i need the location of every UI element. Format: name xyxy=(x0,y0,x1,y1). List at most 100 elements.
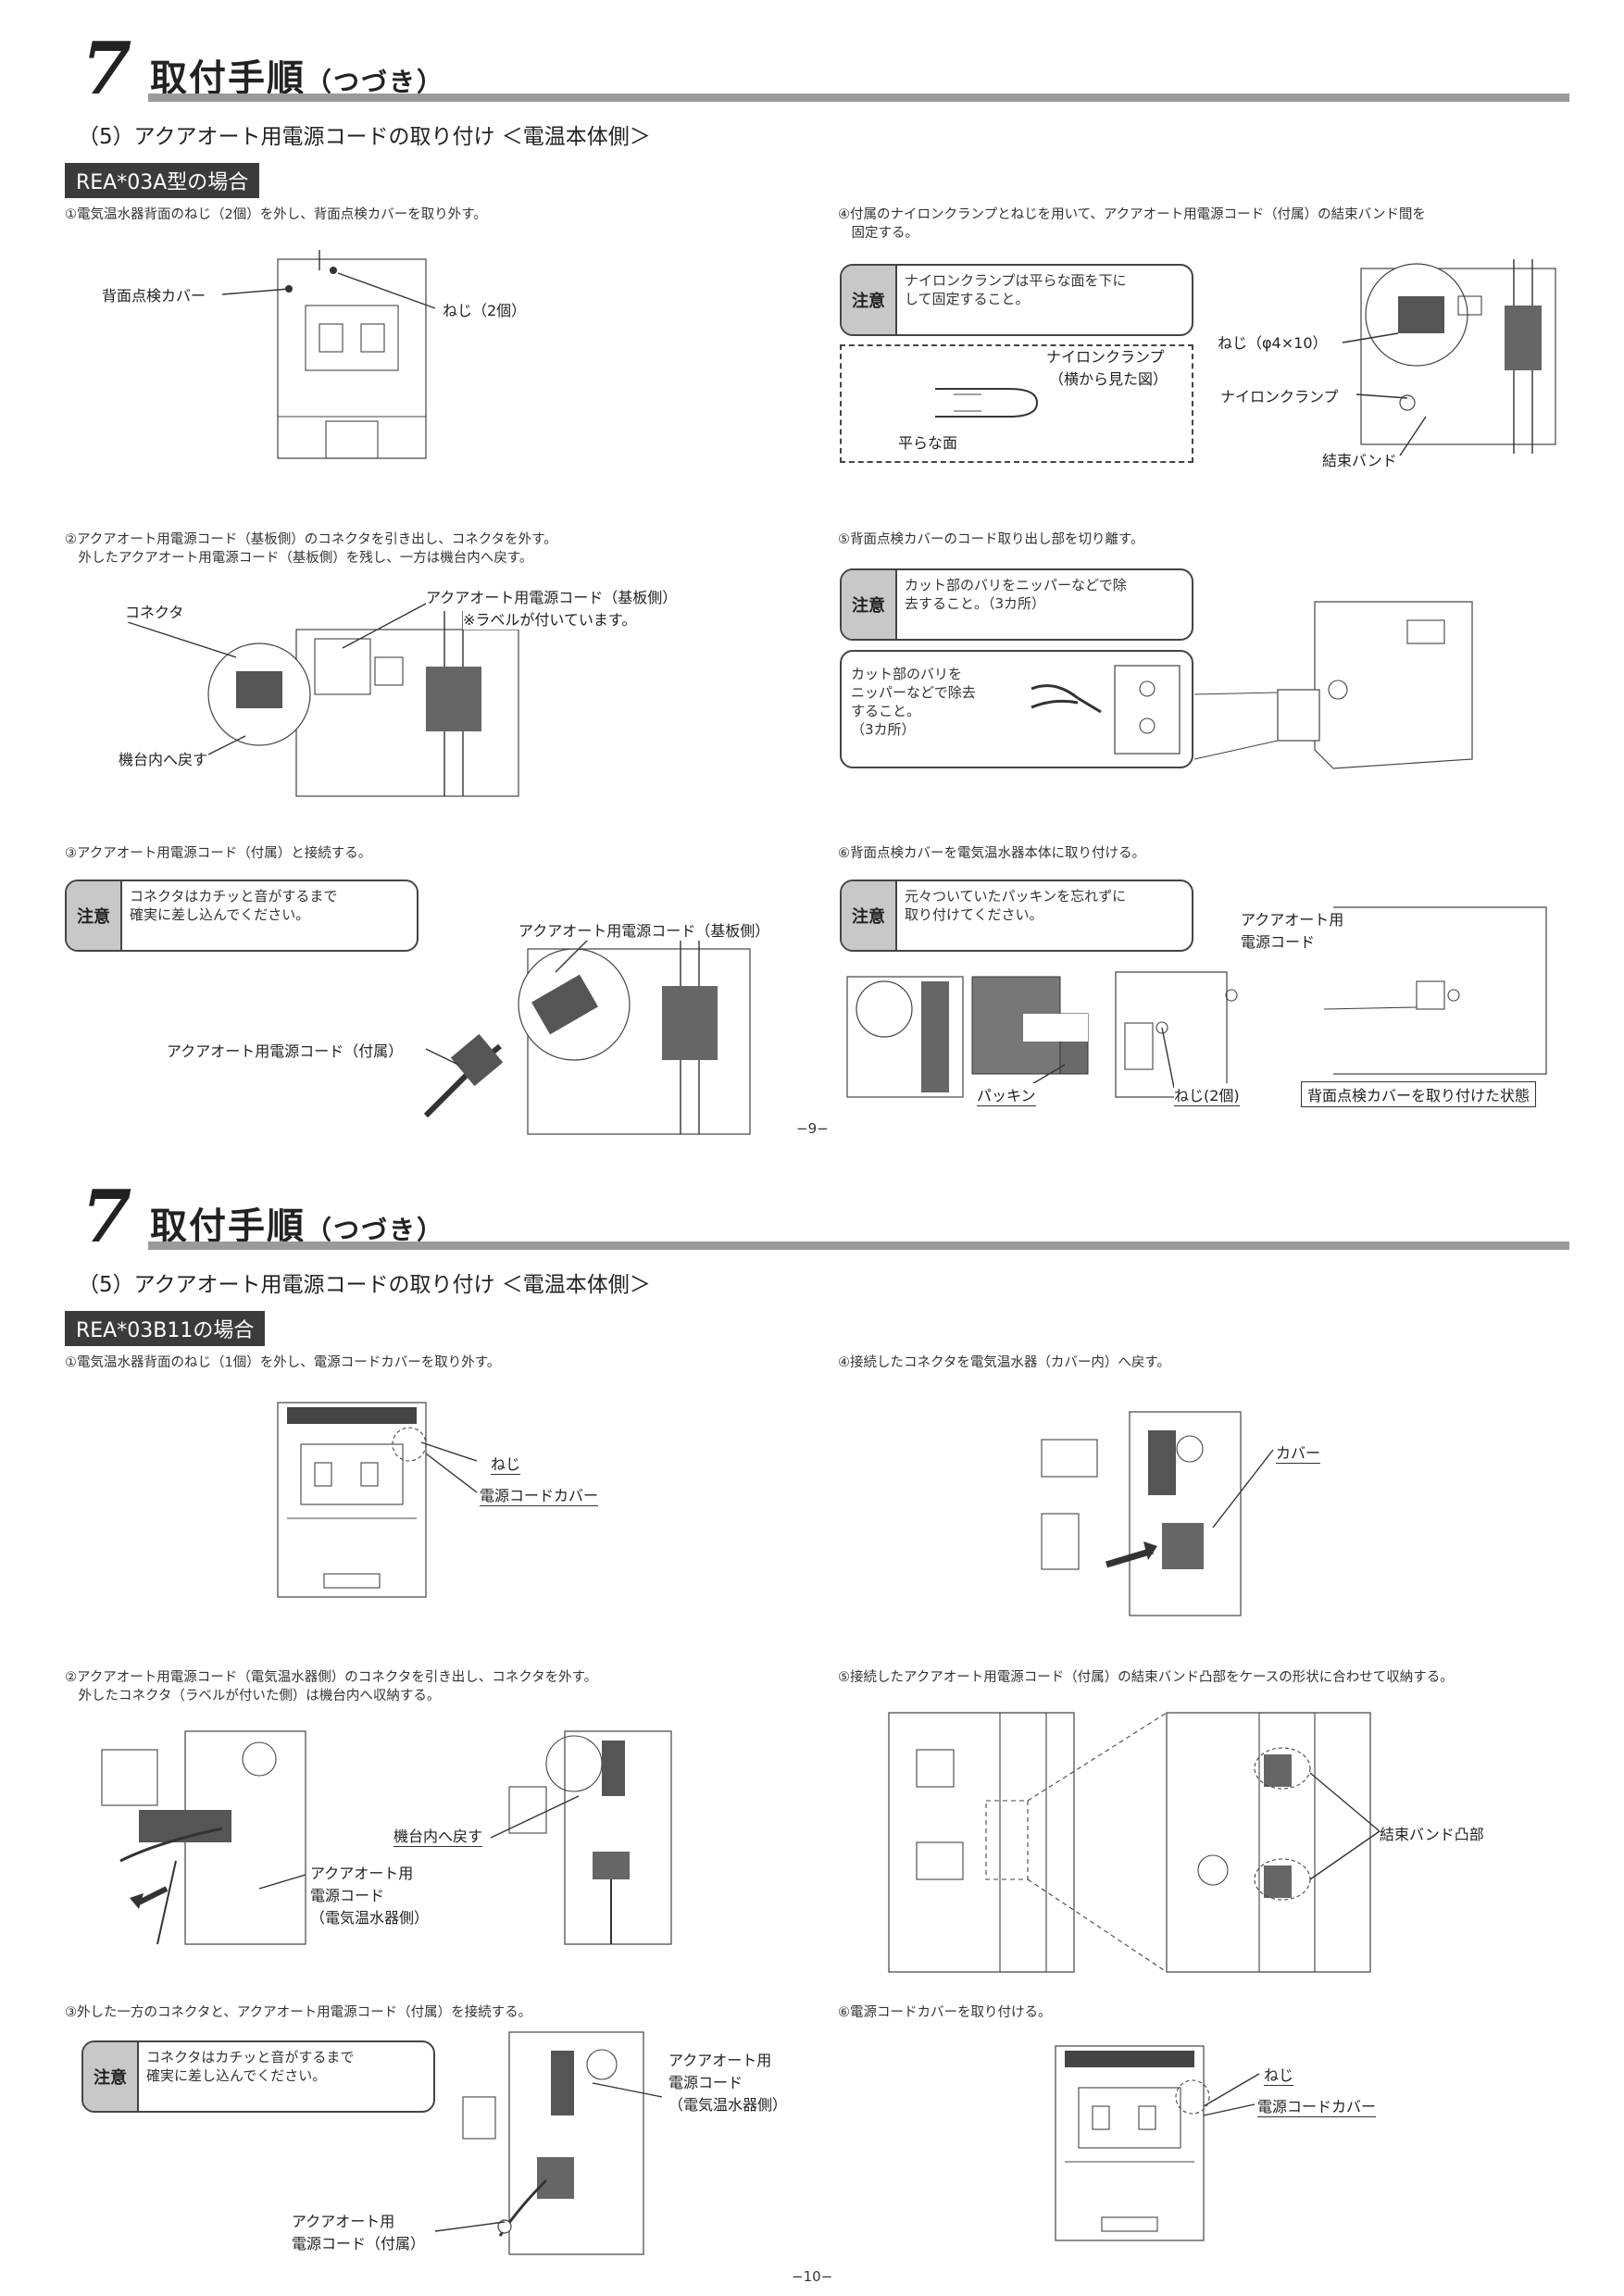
connect-figure xyxy=(462,2031,644,2255)
screw-label: ねじ xyxy=(491,1452,521,1475)
caution-tag: 注意 xyxy=(842,266,897,334)
flat-face-label: 平らな面 xyxy=(898,434,958,452)
step-5: ⑤接続したアクアオート用電源コード（付属）の結束バンド凸部をケースの形状に合わせ… xyxy=(838,1670,1454,1685)
packing-figure xyxy=(971,976,1089,1075)
caution-tag: 注意 xyxy=(67,881,122,950)
screw-2b-label: ねじ(2個) xyxy=(1174,1083,1240,1106)
cord-connect-figure xyxy=(423,930,751,1135)
caution-note-3: 注意 コネクタはカチッと音がするまで 確実に差し込んでください。 xyxy=(81,2040,435,2113)
caution-tag: 注意 xyxy=(842,570,897,639)
step-2: ②アクアオート用電源コード（基板側）のコネクタを引き出し、コネクタを外す。 外し… xyxy=(65,532,557,566)
caution-note-3: 注意 コネクタはカチッと音がするまで 確実に差し込んでください。 xyxy=(65,880,418,952)
cut-detail-text: カット部のバリを ニッパーなどで除去 すること。 （3カ所） xyxy=(851,666,976,738)
chapter-title-main: 取付手順 xyxy=(150,1205,306,1248)
clamp-side-view xyxy=(935,388,1039,418)
model-badge: REA*03B11の場合 xyxy=(65,1311,266,1346)
header-rule xyxy=(148,94,1569,102)
connector-figure xyxy=(207,611,519,797)
caution-tag: 注意 xyxy=(83,2042,139,2111)
leader-lines-p2-5 xyxy=(1309,1772,1380,1880)
cord-accessory-label: アクアオート用 電源コード（付属） xyxy=(292,2213,426,2252)
step-1: ①電気温水器背面のねじ（2個）を外し、背面点検カバーを取り外す。 xyxy=(65,207,487,222)
page-9: 7 取付手順（つづき） （5）アクアオート用電源コードの取り付け ＜電温本体側＞… xyxy=(65,27,1569,1137)
chapter-title: 取付手順（つづき） xyxy=(150,1196,444,1250)
return-inside-label: 機台内へ戻す xyxy=(394,1824,483,1847)
screw-2-label: ねじ（2個） xyxy=(443,298,527,320)
connector-label: コネクタ xyxy=(125,600,184,622)
pull-connector-figure xyxy=(101,1730,306,1945)
chapter-title-suffix: （つづき） xyxy=(306,67,445,97)
caution-note-5: 注意 カット部のバリをニッパーなどで除 去すること。（3カ所） xyxy=(840,568,1193,641)
leader-lines-p2-2 xyxy=(258,1795,580,1890)
screw-phi-label: ねじ（φ4×10） xyxy=(1218,331,1328,353)
nipper-figure xyxy=(1031,665,1181,755)
tie-band-label: 結束バンド xyxy=(1322,448,1397,470)
cover-label: カバー xyxy=(1276,1441,1321,1464)
cord-heater-label-2: アクアオート用 電源コード （電気温水器側） xyxy=(668,2052,788,2114)
step-1: ①電気温水器背面のねじ（1個）を外し、電源コードカバーを取り外す。 xyxy=(65,1355,501,1370)
leader-lines-p2-6 xyxy=(1203,2073,1260,2116)
leader-lines-4 xyxy=(1342,332,1427,456)
return-connector-figure xyxy=(508,1730,672,1945)
rear-unit-figure xyxy=(277,250,427,459)
clamp-figure xyxy=(1360,259,1556,454)
cord-heater-label: アクアオート用 電源コード （電気温水器側） xyxy=(310,1865,430,1927)
section-title: （5）アクアオート用電源コードの取り付け ＜電温本体側＞ xyxy=(78,125,651,149)
chapter-title: 取付手順（つづき） xyxy=(150,48,444,102)
leader-lines-1 xyxy=(221,272,436,309)
aqua-cord-label: アクアオート用 電源コード xyxy=(1241,911,1344,951)
caution-note-6: 注意 元々ついていたパッキンを忘れずに 取り付けてください。 xyxy=(840,880,1193,952)
step-3: ③アクアオート用電源コード（付属）と接続する。 xyxy=(65,846,372,861)
step6-attached-figure xyxy=(1323,906,1547,1075)
caution-text: カット部のバリをニッパーなどで除 去すること。（3カ所） xyxy=(905,577,1127,612)
cover-attached-figure xyxy=(1055,2045,1210,2241)
step6-cover-figure xyxy=(1115,971,1238,1098)
rear-cover-label: 背面点検カバー xyxy=(102,283,206,306)
chapter-title-suffix: （つづき） xyxy=(306,1215,445,1245)
leader-lines-6 xyxy=(1025,1027,1175,1089)
step-4: ④接続したコネクタを電気温水器（カバー内）へ戻す。 xyxy=(838,1355,1170,1370)
page-10: 7 取付手順（つづき） （5）アクアオート用電源コードの取り付け ＜電温本体側＞… xyxy=(0,1148,1624,2296)
screw-label-b: ねじ xyxy=(1264,2063,1294,2086)
page-number: −9− xyxy=(796,1120,829,1137)
model-badge: REA*03A型の場合 xyxy=(65,163,260,198)
side-view-label: （横から見た図） xyxy=(1049,370,1168,388)
step-3: ③外した一方のコネクタと、アクアオート用電源コード（付属）を接続する。 xyxy=(65,2005,532,2020)
unit-front-figure xyxy=(277,1402,427,1598)
label-note: ※ラベルが付いています。 xyxy=(463,607,637,630)
cord-accessory-label: アクアオート用電源コード（付属） xyxy=(167,1039,404,1061)
cord-board-label-2: アクアオート用電源コード（基板側） xyxy=(518,918,770,941)
header-rule xyxy=(148,1242,1569,1250)
chapter-number: 7 xyxy=(81,1175,132,1259)
leader-lines-p2-1 xyxy=(420,1441,478,1493)
step-6: ⑥背面点検カバーを電気温水器本体に取り付ける。 xyxy=(838,846,1145,861)
power-cover-label: 電源コードカバー xyxy=(480,1483,599,1506)
cut-detail-box: カット部のバリを ニッパーなどで除去 すること。 （3カ所） xyxy=(840,650,1193,768)
leader-lines-p2-4 xyxy=(1212,1449,1274,1529)
band-case-figure xyxy=(888,1712,1371,1973)
step-5: ⑤背面点検カバーのコード取り出し部を切り離す。 xyxy=(838,532,1144,547)
caution-note-4: 注意 ナイロンクランプは平らな面を下に して固定すること。 xyxy=(840,264,1193,336)
caution-text: コネクタはカチッと音がするまで 確実に差し込んでください。 xyxy=(146,2049,355,2084)
band-convex-label: 結束バンド凸部 xyxy=(1380,1822,1484,1844)
nylon-clamp-label: ナイロンクランプ xyxy=(1220,384,1339,406)
packing-label: パッキン xyxy=(977,1083,1036,1106)
nylon-clamp-side-label: ナイロンクランプ xyxy=(1046,348,1165,366)
step-2: ②アクアオート用電源コード（電気温水器側）のコネクタを引き出し、コネクタを外す。… xyxy=(65,1670,598,1703)
step6-inner-figure xyxy=(846,976,964,1098)
attached-state-label: 背面点検カバーを取り付けた状態 xyxy=(1301,1081,1537,1107)
leader-lines-3 xyxy=(425,934,593,1066)
chapter-title-main: 取付手順 xyxy=(150,57,306,100)
cord-board-label: アクアオート用電源コード（基板側） xyxy=(426,585,678,607)
section-title: （5）アクアオート用電源コードの取り付け ＜電温本体側＞ xyxy=(78,1273,651,1297)
caution-text: 元々ついていたパッキンを忘れずに 取り付けてください。 xyxy=(905,888,1127,923)
caution-tag: 注意 xyxy=(842,881,897,950)
caution-text: ナイロンクランプは平らな面を下に して固定すること。 xyxy=(905,272,1127,307)
page-number: −10− xyxy=(792,2268,833,2285)
power-cover-label-b: 電源コードカバー xyxy=(1257,2094,1377,2117)
step-4: ④付属のナイロンクランプとねじを用いて、アクアオート用電源コード（付属）の結束バ… xyxy=(838,207,1426,241)
chapter-number: 7 xyxy=(81,27,132,111)
cover-cut-figure xyxy=(1193,601,1473,769)
step-6: ⑥電源コードカバーを取り付ける。 xyxy=(838,2005,1052,2020)
leader-lines-p2-3 xyxy=(434,2082,663,2232)
